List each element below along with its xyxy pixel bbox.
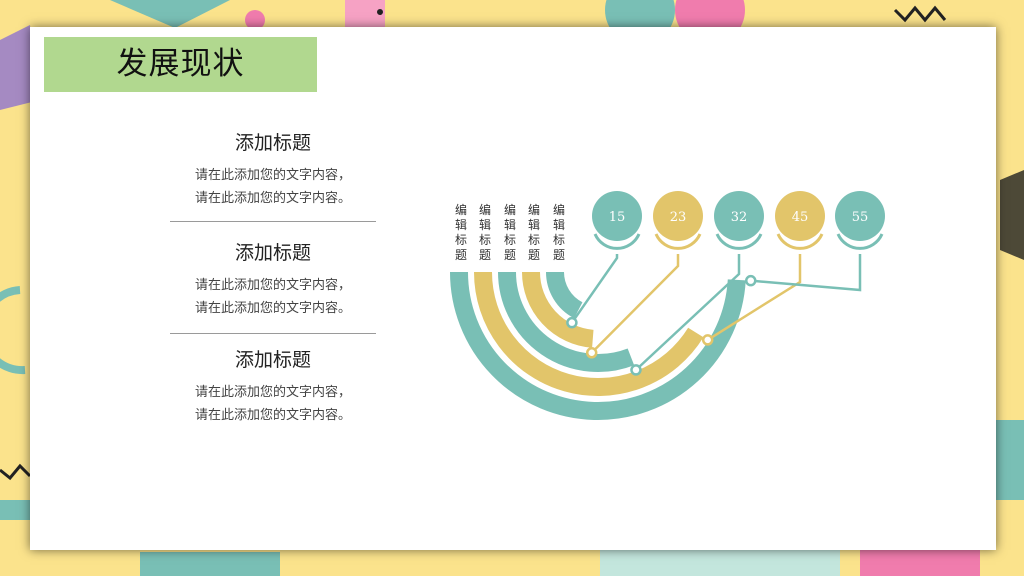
pink-dot [245,10,265,30]
chart-label-char: 题 [552,248,565,262]
chart-bar-5 [546,271,583,319]
chart-bar-2 [474,271,704,396]
value-bubble [714,191,764,241]
block-line: 请在此添加您的文字内容， [194,385,351,400]
teal-strip-bottom [140,552,280,576]
block-title: 添加标题 [234,349,311,371]
value-bubble [775,191,825,241]
connector-line [707,254,802,341]
black-shape [1000,170,1024,260]
chart-label-char: 题 [478,248,491,262]
block-line: 请在此添加您的文字内容。 [194,191,351,206]
chart-label-char: 辑 [454,218,467,232]
teal-arc [0,286,26,375]
block-body: 请在此添加您的文字内容， 请在此添加您的文字内容。 [170,381,376,427]
bubble-arc [715,233,763,250]
chart-label-char: 题 [454,248,467,262]
connector-dot [701,334,714,346]
bubble-arc [654,233,702,250]
teal-block [0,500,30,520]
chart-label-char: 题 [527,248,540,262]
chart-label-char: 辑 [503,218,516,232]
chart-label-2: 编辑标题 [477,203,493,263]
connector-line [570,254,619,324]
zigzag-top [893,5,947,23]
chart-label-char: 编 [552,203,565,217]
mint-strip [600,550,840,576]
connector-line [750,254,862,292]
divider [170,333,376,334]
block-body: 请在此添加您的文字内容， 请在此添加您的文字内容。 [170,164,376,210]
value-bubble [592,191,642,241]
chart-label-char: 标 [503,233,516,247]
pink-strip [860,548,980,576]
chart-label-5: 编辑标题 [551,203,567,263]
text-block-2: 添加标题 请在此添加您的文字内容， 请在此添加您的文字内容。 [170,238,376,320]
chart-label-char: 标 [527,233,540,247]
block-line: 请在此添加您的文字内容， [194,278,351,293]
block-line: 请在此添加您的文字内容。 [194,301,351,316]
zigzag-left [0,463,32,481]
page-title: 发展现状 [116,46,245,82]
value-label: 23 [670,210,687,225]
chart-label-char: 编 [454,203,467,217]
teal-shape [110,0,230,28]
value-label: 55 [852,210,869,225]
chart-label-char: 标 [478,233,491,247]
chart-bar-1 [450,271,746,420]
value-label: 32 [731,210,748,225]
chart-label-char: 辑 [478,218,491,232]
text-block-1: 添加标题 请在此添加您的文字内容， 请在此添加您的文字内容。 [170,128,376,210]
chart-label-char: 编 [527,203,540,217]
chart-label-char: 辑 [552,218,565,232]
connector-dot [585,347,598,359]
value-label: 45 [792,210,809,225]
chart-label-char: 标 [552,233,565,247]
divider [170,221,376,222]
chart-label-char: 编 [503,203,516,217]
chart-bar-4 [522,271,594,348]
connector-dot [745,274,757,287]
chart-label-1: 编辑标题 [453,203,469,263]
block-title: 添加标题 [234,242,311,264]
connector-line [635,254,741,371]
chart-label-4: 编辑标题 [526,203,542,263]
title-bar: 发展现状 [44,37,317,92]
chart-label-3: 编辑标题 [502,203,518,263]
chart-label-char: 辑 [527,218,540,232]
block-title: 添加标题 [234,132,311,154]
bubble-arc [836,233,884,250]
value-bubble [835,191,885,241]
chart-bar-3 [498,271,635,372]
chart-label-char: 标 [454,233,467,247]
bubble-arc [593,233,641,250]
text-block-3: 添加标题 请在此添加您的文字内容， 请在此添加您的文字内容。 [170,345,376,427]
teal-strip [996,420,1024,500]
connector-line [590,254,680,354]
chart-label-char: 题 [503,248,516,262]
chart-label-char: 编 [478,203,491,217]
connector-dot [566,316,578,329]
black-dot [377,9,383,15]
connector-dot [630,364,642,376]
value-label: 15 [609,210,626,225]
value-bubble [653,191,703,241]
block-line: 请在此添加您的文字内容， [194,168,351,183]
block-line: 请在此添加您的文字内容。 [194,408,351,423]
bubble-arc [776,233,824,250]
block-body: 请在此添加您的文字内容， 请在此添加您的文字内容。 [170,274,376,320]
